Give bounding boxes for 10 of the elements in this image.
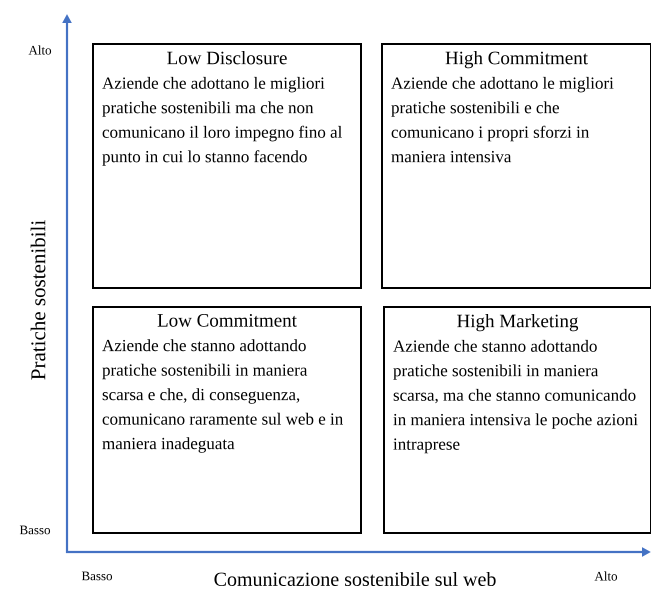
axis-title: Comunicazione sostenibile sul web	[214, 572, 496, 586]
axis-tick-label: Basso	[20, 526, 50, 534]
quadrant-box: High Commitment Aziende che adottano le migliori pratiche sostenibili e che comunicano i propri sforzi in maniera intensiva	[381, 43, 651, 289]
quadrant-box: Low Commitment Aziende che stanno adottando pratiche sostenibili in maniera scarsa e che, di conseguenza, comunicano raramente sul web e in maniera inadeguata	[92, 306, 362, 534]
axis-tick-label: Alto	[28, 45, 52, 55]
axis-tick-label: Basso	[82, 572, 112, 580]
quadrant-box: Low Disclosure Aziende che adottano le migliori pratiche sostenibili ma che non comunicano il loro impegno fino al punto in cui lo stanno facendo	[92, 43, 362, 289]
axis-tick-label: Alto	[594, 571, 618, 581]
axis-title: Pratiche sostenibili	[30, 220, 46, 380]
quadrant-box: High Marketing Aziende che stanno adottando pratiche sostenibili in maniera scarsa, ma che stanno comunicando in maniera intensiva le poche azioni intraprese	[383, 306, 651, 534]
